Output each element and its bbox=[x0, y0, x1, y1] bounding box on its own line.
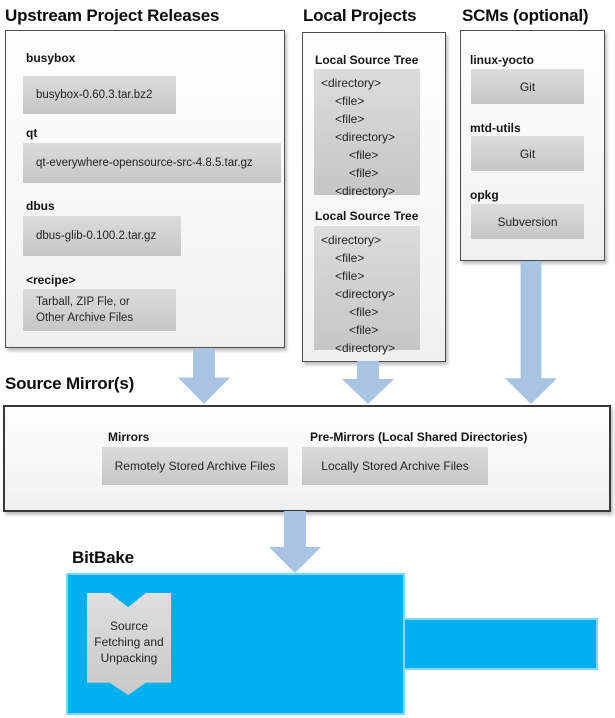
scms-panel: linux-yocto Git mtd-utils Git opkg Subve… bbox=[460, 30, 605, 261]
tree-entry: <file> bbox=[335, 269, 365, 283]
source-fetching-step: Source Fetching and Unpacking bbox=[87, 593, 171, 695]
local-source-tree-label: Local Source Tree bbox=[315, 53, 419, 67]
upstream-releases-panel: busybox busybox-0.60.3.tar.bz2 qt qt-eve… bbox=[5, 30, 285, 348]
arrow-local-to-mirrors bbox=[342, 361, 394, 404]
arrow-scms-to-mirrors bbox=[505, 261, 557, 404]
mirrors-value: Remotely Stored Archive Files bbox=[102, 447, 288, 485]
scm-item-tool: Git bbox=[471, 136, 584, 171]
tree-entry: <file> bbox=[349, 166, 379, 180]
tree-entry: <directory> bbox=[335, 287, 396, 301]
scm-item-tool: Git bbox=[471, 69, 584, 104]
upstream-item-name: <recipe> bbox=[26, 273, 76, 287]
upstream-item-name: dbus bbox=[26, 199, 55, 213]
tree-entry: <directory> bbox=[335, 130, 396, 144]
tree-entry: <file> bbox=[349, 305, 379, 319]
bitbake-title: BitBake bbox=[72, 548, 134, 567]
tree-entry: <file> bbox=[335, 251, 365, 265]
tree-entry: <file> bbox=[349, 148, 379, 162]
scm-item-name: linux-yocto bbox=[470, 53, 535, 67]
tree-entry: <directory> bbox=[321, 233, 382, 247]
scm-item-tool: Subversion bbox=[471, 204, 584, 239]
local-source-tree-listing: <directory> <file> <file> <directory> <f… bbox=[314, 226, 420, 355]
local-source-tree-label: Local Source Tree bbox=[315, 209, 419, 223]
local-projects-panel: Local Source Tree <directory> <file> <fi… bbox=[302, 32, 446, 362]
tree-entry: <file> bbox=[349, 323, 379, 337]
arrow-upstream-to-mirrors bbox=[178, 349, 230, 404]
bitbake-output-bar bbox=[403, 618, 598, 670]
source-mirrors-title: Source Mirror(s) bbox=[5, 374, 135, 393]
upstream-item-name: busybox bbox=[26, 51, 76, 65]
scm-item-name: opkg bbox=[470, 188, 499, 202]
local-source-tree-listing: <directory> <file> <file> <directory> <f… bbox=[314, 69, 420, 198]
upstream-releases-title: Upstream Project Releases bbox=[5, 6, 220, 25]
tree-entry: <directory> bbox=[335, 184, 396, 198]
source-mirrors-panel: Mirrors Remotely Stored Archive Files Pr… bbox=[3, 405, 611, 512]
tree-entry: <directory> bbox=[335, 341, 396, 355]
local-projects-title: Local Projects bbox=[303, 6, 417, 25]
mirrors-label: Mirrors bbox=[108, 430, 150, 444]
tree-entry: <file> bbox=[335, 94, 365, 108]
tree-entry: <file> bbox=[335, 112, 365, 126]
upstream-item-artifact: Tarball, ZIP Fle, or Other Archive Files bbox=[23, 289, 176, 331]
upstream-item-name: qt bbox=[26, 126, 38, 140]
upstream-item-artifact: qt-everywhere-opensource-src-4.8.5.tar.g… bbox=[23, 143, 281, 183]
scms-title: SCMs (optional) bbox=[462, 6, 589, 25]
tree-entry: <directory> bbox=[321, 76, 382, 90]
upstream-item-artifact: busybox-0.60.3.tar.bz2 bbox=[23, 76, 176, 114]
premirrors-label: Pre-Mirrors (Local Shared Directories) bbox=[310, 430, 528, 444]
upstream-item-artifact: dbus-glib-0.100.2.tar.gz bbox=[23, 216, 181, 256]
scm-item-name: mtd-utils bbox=[470, 121, 521, 135]
arrow-mirrors-to-bitbake bbox=[269, 511, 321, 573]
premirrors-value: Locally Stored Archive Files bbox=[302, 447, 488, 485]
